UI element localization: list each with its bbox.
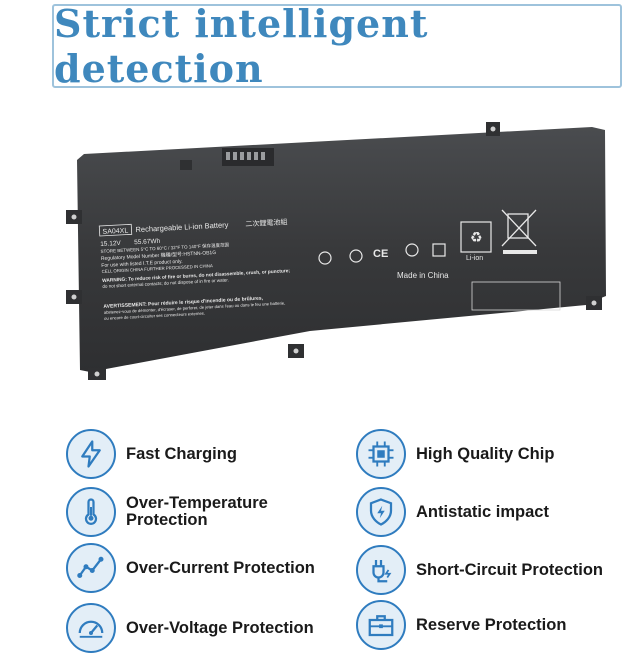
chip-icon <box>356 429 406 479</box>
weee-icon <box>501 209 537 247</box>
feature-fast-charging: Fast Charging <box>66 429 237 479</box>
made-in: Made in China <box>397 271 449 280</box>
battery-body <box>77 127 606 372</box>
cert-mark-1 <box>318 251 332 265</box>
ce-mark: CE <box>373 248 388 260</box>
cert-mark-4 <box>432 243 446 257</box>
use-line: For use with listed I.T.E product only. <box>101 259 183 269</box>
feature-reserve: Reserve Protection <box>356 600 566 650</box>
plug-icon <box>356 545 406 595</box>
feature-label: Antistatic impact <box>416 502 549 521</box>
battery-image: SA04XL Rechargeable Li-ion Battery 二次鋰電池… <box>0 100 640 400</box>
voltage: 15.12V <box>100 240 122 248</box>
features-grid: Fast Charging High Quality Chip Over-Tem… <box>0 420 640 653</box>
lightning-icon <box>66 429 116 479</box>
cert-mark-2 <box>349 249 363 263</box>
battery-svg: SA04XL Rechargeable Li-ion Battery 二次鋰電池… <box>66 122 606 380</box>
shield-bolt-icon <box>356 487 406 537</box>
battery-type-cn: 二次鋰電池組 <box>245 217 287 228</box>
feature-over-temperature: Over-Temperature Protection <box>66 487 268 537</box>
feature-label: Short-Circuit Protection <box>416 560 604 579</box>
serial-box <box>471 281 561 311</box>
feature-over-current: Over-Current Protection <box>66 543 315 593</box>
avert-3: ou encore de court-circuiter ses connect… <box>104 311 205 321</box>
feature-antistatic: Antistatic impact <box>356 487 549 537</box>
recycle-box <box>460 221 492 253</box>
feature-over-voltage: Over-Voltage Protection <box>66 603 314 653</box>
recycle-icon: ♻ <box>470 230 483 246</box>
liion-label: Li-ion <box>466 255 483 262</box>
feature-short-circuit: Short-Circuit Protection <box>356 545 603 595</box>
feature-label: Over-Temperature Protection <box>126 494 268 529</box>
gauge-icon <box>66 603 116 653</box>
model-badge: SA04XL <box>102 228 128 236</box>
feature-chip: High Quality Chip <box>356 429 554 479</box>
title-box: Strict intelligent detection <box>52 1 622 91</box>
feature-label: Fast Charging <box>126 444 237 463</box>
feature-label: High Quality Chip <box>416 444 555 463</box>
feature-label: Reserve Protection <box>416 615 567 634</box>
cell-line: CELL ORIGIN CHINA FURTHER PROCESSED IN C… <box>102 263 214 274</box>
chart-line-icon <box>66 543 116 593</box>
thermometer-icon <box>66 487 116 537</box>
feature-label: Over-Current Protection <box>126 558 315 577</box>
capacity: 55.67Wh <box>134 238 161 246</box>
cert-mark-3 <box>405 243 419 257</box>
briefcase-icon <box>356 600 406 650</box>
page-title: Strict intelligent detection <box>54 1 429 91</box>
feature-label: Over-Voltage Protection <box>126 618 314 637</box>
warning-2: do not short external contacts; do not d… <box>102 277 229 289</box>
